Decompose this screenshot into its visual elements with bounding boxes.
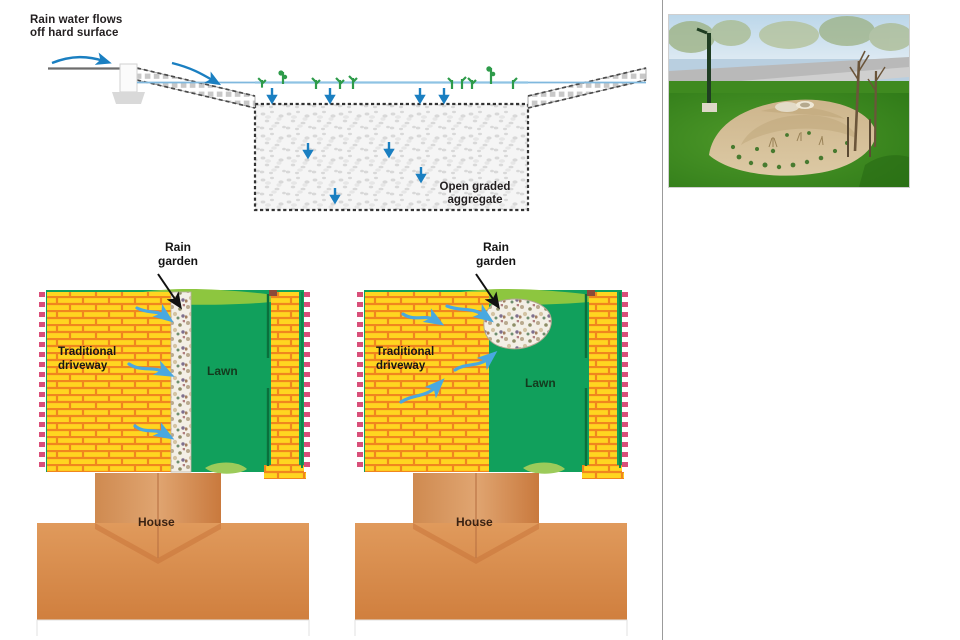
- property-line-right: [622, 290, 629, 472]
- property-line-left: [357, 290, 364, 472]
- downward-infiltration-arrows: [266, 88, 450, 205]
- panel-divider: [662, 0, 663, 640]
- plan-right-svg: [354, 288, 629, 636]
- traditional-driveway-label: Traditional driveway: [58, 346, 117, 372]
- cross-section-diagram: Rain water flows off hard surface Open g…: [0, 0, 662, 232]
- plan-left-svg: [36, 288, 311, 636]
- rain-garden-label: Rain garden: [475, 240, 516, 268]
- curb-inlet: [112, 63, 145, 104]
- surface-runoff-arrows: [51, 52, 222, 86]
- open-graded-aggregate-reservoir: [253, 102, 530, 212]
- rain-garden-blob: [483, 298, 552, 350]
- house-roof: [37, 473, 309, 620]
- lawn-label: Lawn: [525, 376, 556, 390]
- lawn-label: Lawn: [207, 364, 238, 378]
- cross-section-svg: [48, 52, 647, 212]
- rain-garden-photograph: [669, 15, 909, 187]
- plan-view-right: Rain garden Traditional driveway Lawn Ho…: [343, 240, 643, 636]
- rain-garden-photo-frame: [668, 14, 910, 188]
- traditional-driveway-label: Traditional driveway: [376, 346, 435, 372]
- runoff-flow-arrows: [127, 303, 175, 440]
- house-roof: [355, 473, 627, 620]
- rain-garden-label: Rain garden: [157, 240, 198, 268]
- permeable-paver-band-left: [136, 67, 256, 109]
- rain-garden-leader-arrow: [475, 273, 500, 310]
- rain-garden-leader-arrow: [157, 273, 182, 310]
- house-label: House: [456, 515, 493, 529]
- edge-vegetation-tufts: [257, 66, 518, 89]
- house-label: House: [138, 515, 175, 529]
- runoff-flow-arrows: [399, 303, 498, 404]
- plan-view-left: Rain garden Traditional driveway Lawn Ho…: [25, 240, 325, 636]
- street-area: [354, 619, 628, 636]
- permeable-paver-band-right: [527, 67, 647, 109]
- property-line-left: [39, 290, 46, 472]
- aggregate-label: Open graded aggregate: [439, 181, 511, 206]
- runoff-label: Rain water flows off hard surface: [30, 14, 123, 39]
- property-line-right: [304, 290, 311, 472]
- street-area: [36, 619, 310, 636]
- rain-garden-strip: [170, 291, 192, 473]
